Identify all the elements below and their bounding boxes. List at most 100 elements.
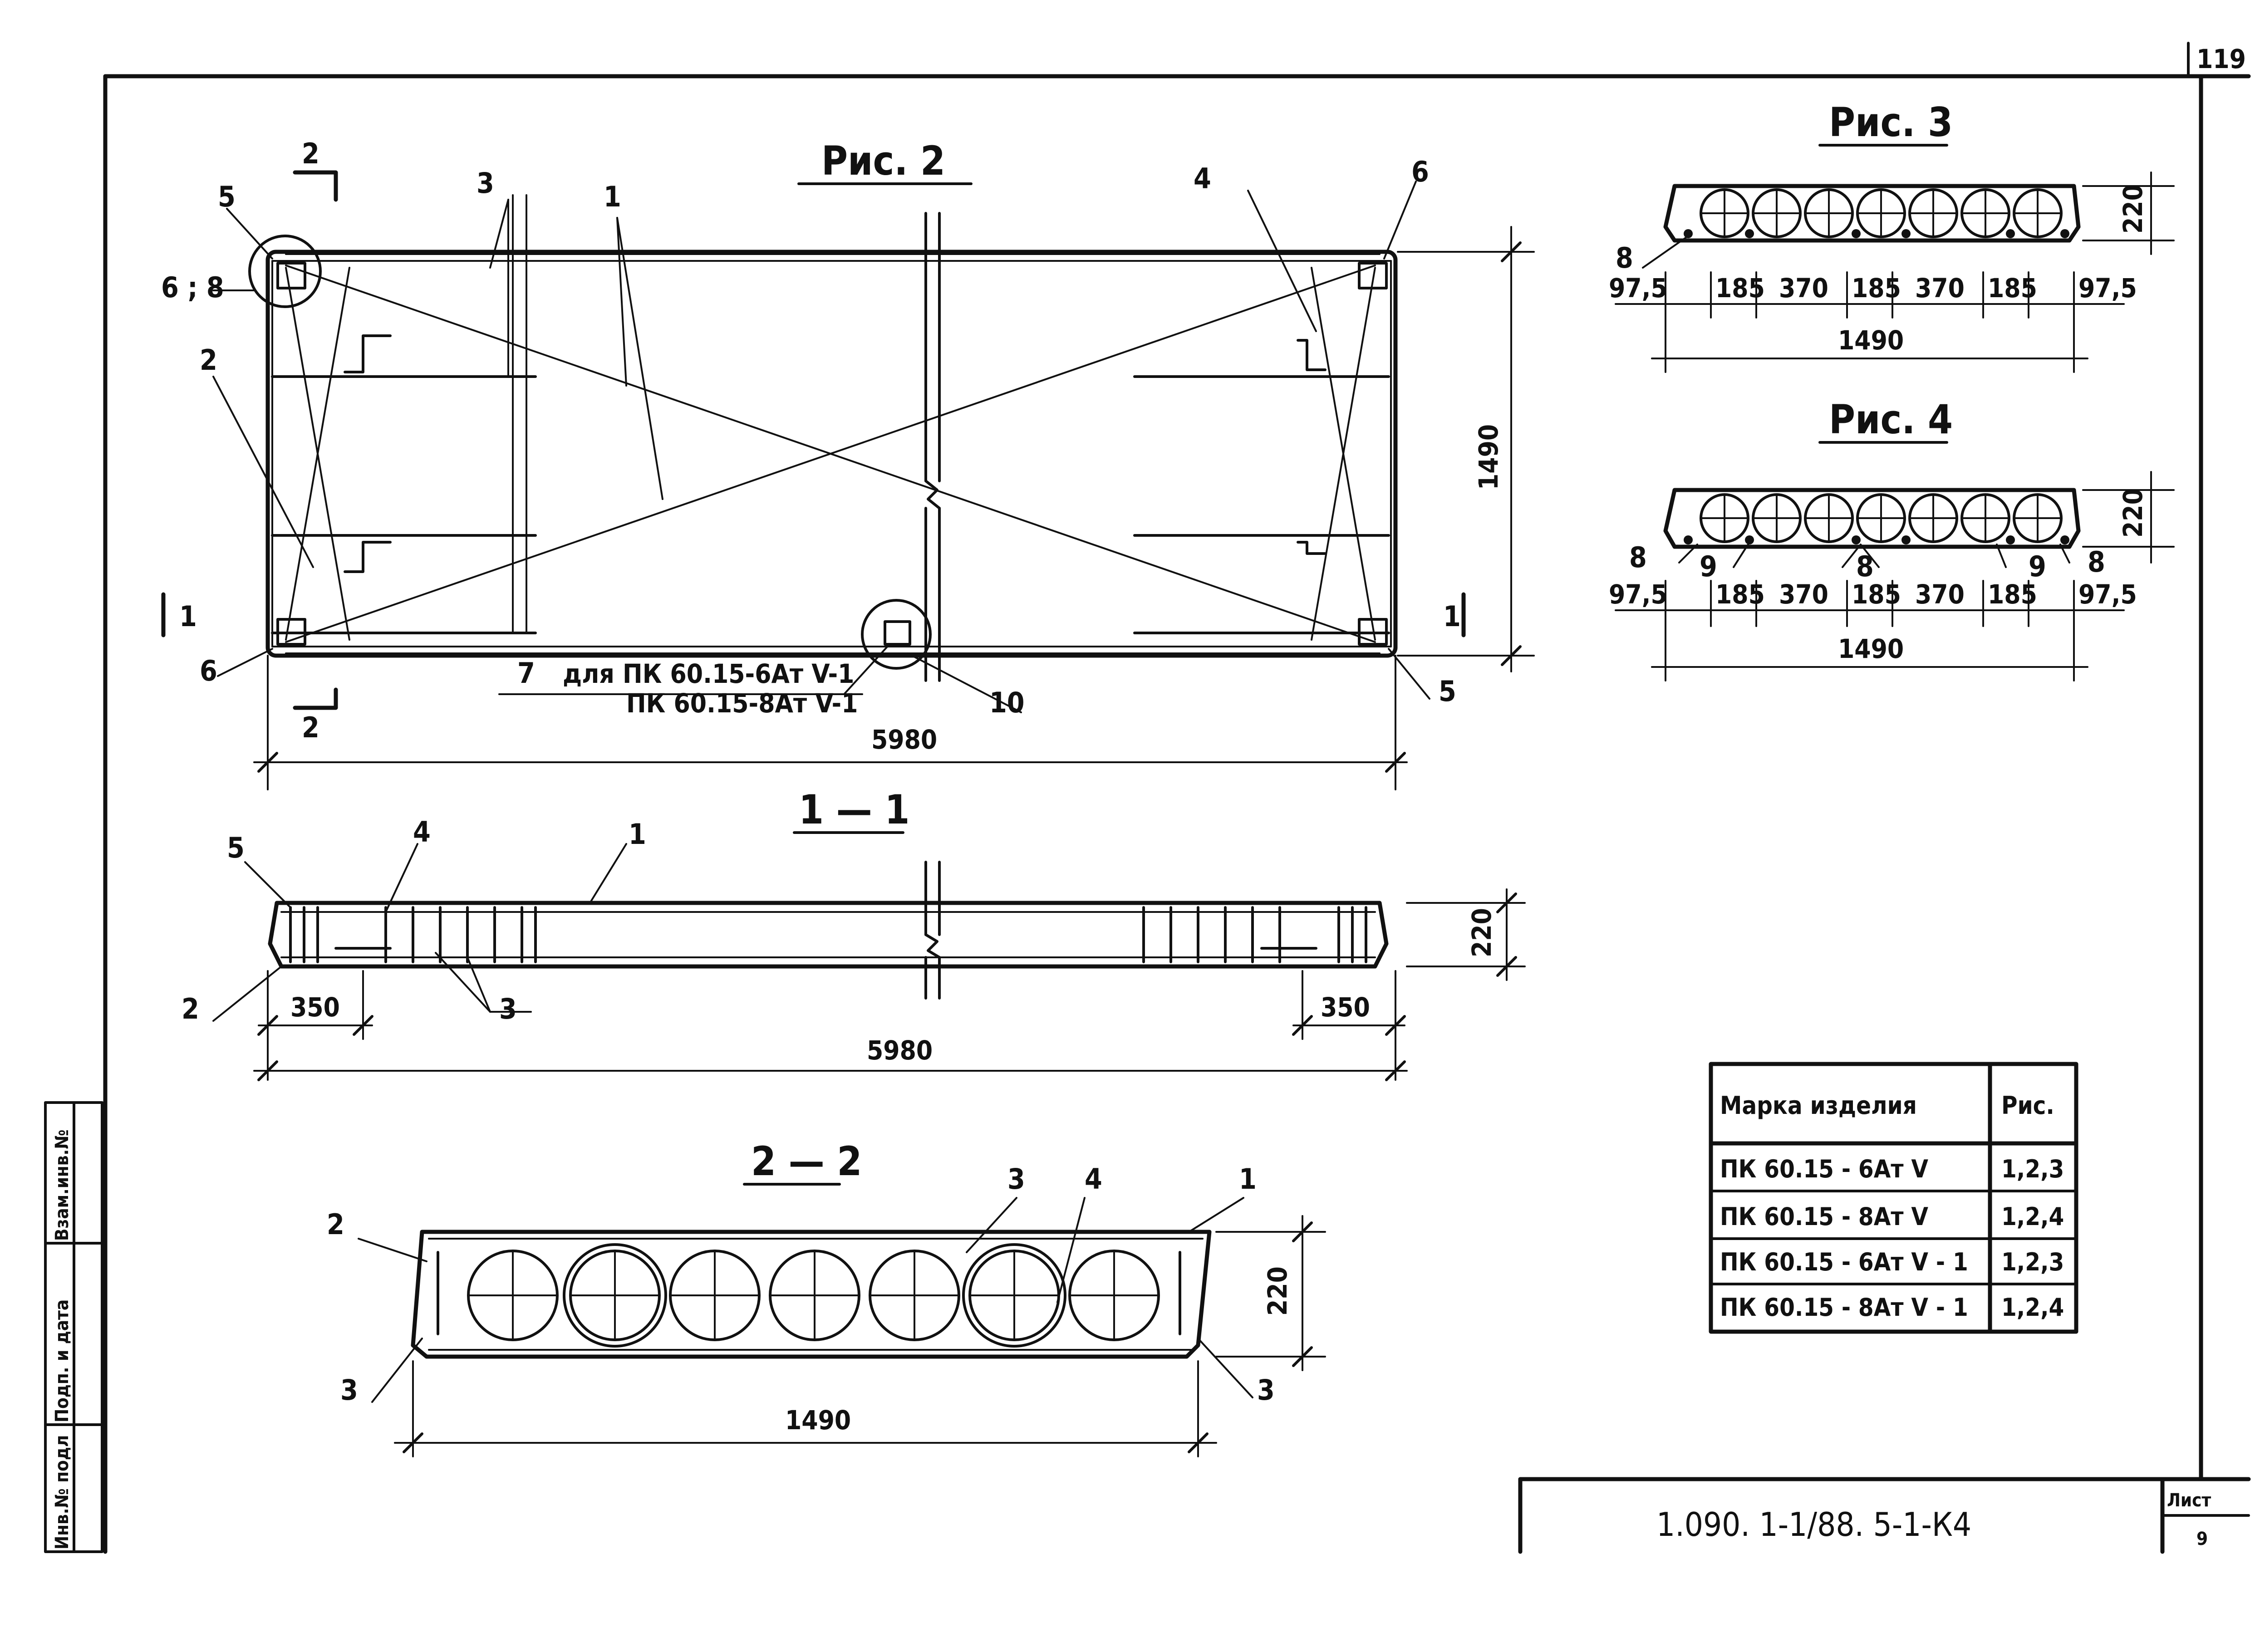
embedded-plate <box>1358 262 1388 289</box>
fig3-dim-6: 185 <box>1988 273 2037 304</box>
embedded-plate <box>1358 618 1388 646</box>
sec22-callout-2: 2 <box>327 1208 344 1241</box>
table-header-fig: Рис. <box>2001 1091 2054 1120</box>
sec11-dim-left: 350 <box>290 992 340 1023</box>
fig2-callout-3: 3 <box>477 167 494 200</box>
sec22-callout-3-right: 3 <box>1257 1373 1275 1407</box>
diagonal-tie-2 <box>285 265 1376 643</box>
fig3-dim-height: 220 <box>2118 184 2148 234</box>
sheet-label: Лист <box>2167 1490 2211 1511</box>
fig2-note-line1: для ПК 60.15-6Ат V-1 <box>563 658 854 689</box>
sec11-callout-4: 4 <box>413 815 431 848</box>
table-row-1-fig: 1,2,3 <box>2001 1155 2064 1183</box>
detail-circle <box>861 599 932 670</box>
fig3-dim-2: 185 <box>1715 273 1765 304</box>
fig3-dim-4: 185 <box>1852 273 1901 304</box>
section-2-2: 2 — 2 <box>327 1138 1326 1457</box>
sheet-frame <box>103 42 2251 1554</box>
fig2-note-line2: ПК 60.15-8Ат V-1 <box>626 688 858 719</box>
fig2-dim-width: 1490 <box>1473 424 1504 490</box>
fig2-title: Рис. 2 <box>821 137 945 184</box>
fig4-dim-7: 97,5 <box>2078 579 2137 610</box>
fig4-dim-6: 185 <box>1988 579 2037 610</box>
sec22-callout-3-top: 3 <box>1007 1162 1025 1196</box>
fig3-callout-8: 8 <box>1616 241 1633 275</box>
fig2-callout-6: 6 <box>200 654 217 687</box>
fig4-dim-5: 370 <box>1915 579 1965 610</box>
detail-circle <box>248 235 322 308</box>
embedded-plate <box>884 620 911 646</box>
fig2-callout-1: 1 <box>604 180 621 213</box>
fig3-dim-1: 97,5 <box>1609 273 1667 304</box>
fig2-callout-5-left: 5 <box>218 180 236 213</box>
fig4-dim-1: 97,5 <box>1609 579 1667 610</box>
fig3-title: Рис. 3 <box>1829 99 1953 146</box>
table-row-4-fig: 1,2,4 <box>2001 1293 2064 1322</box>
table-row-2-fig: 1,2,4 <box>2001 1202 2064 1231</box>
side-stamp: Взам.инв.№ Подп. и дата Инв.№ подл <box>44 1101 103 1553</box>
sec22-callout-3-left: 3 <box>340 1373 358 1407</box>
sec22-callout-4: 4 <box>1085 1162 1102 1196</box>
cut-1-left: 1 <box>179 600 197 633</box>
fig4-dim-3: 370 <box>1779 579 1828 610</box>
fig2-callout-5-right: 5 <box>1439 675 1456 708</box>
stamp-sign-date: Подп. и дата <box>52 1299 73 1422</box>
fig4-callout-9-right: 9 <box>2029 550 2046 583</box>
sec22-dim-height: 220 <box>1262 1266 1293 1316</box>
fig3-dim-7: 97,5 <box>2078 273 2137 304</box>
fig3-dim-5: 370 <box>1915 273 1965 304</box>
fig3-dim-3: 370 <box>1779 273 1828 304</box>
section-1-1: 1 — 1 <box>182 786 1526 1081</box>
page-number: 119 <box>2196 44 2246 74</box>
fig4-callout-8-right: 8 <box>2088 545 2105 578</box>
cut-1-right: 1 <box>1443 600 1461 633</box>
stamp-replace-inv: Взам.инв.№ <box>52 1129 73 1241</box>
fig3-dim-total: 1490 <box>1838 325 1904 356</box>
fig2-callout-7: 7 <box>517 657 535 690</box>
fig4-dim-total: 1490 <box>1838 633 1904 664</box>
stirrups-left <box>289 906 537 963</box>
stirrups-right <box>1142 906 1367 963</box>
table-row-1-mark: ПК 60.15 - 6Ат V <box>1720 1155 1928 1183</box>
slab-outline-plan <box>265 250 1398 658</box>
core-crosses <box>469 1251 1158 1339</box>
table-row-3-fig: 1,2,3 <box>2001 1248 2064 1276</box>
fig4-slab <box>1663 488 2081 549</box>
fig4-section: Рис. 4 8 9 8 9 8 <box>1609 396 2175 681</box>
fig4-callout-8-left: 8 <box>1629 541 1647 574</box>
table-row-4-mark: ПК 60.15 - 8Ат V - 1 <box>1720 1293 1968 1322</box>
fig2-callout-4: 4 <box>1194 162 1211 195</box>
fig4-title: Рис. 4 <box>1829 396 1953 443</box>
sec11-dim-right: 350 <box>1321 992 1370 1023</box>
fig4-dim-height: 220 <box>2118 488 2148 538</box>
sheet-designation: 1.090. 1-1/88. 5-1-К4 <box>1656 1505 1971 1544</box>
sec11-dim-height: 220 <box>1466 908 1497 957</box>
embedded-plate <box>276 262 306 289</box>
fig2-plan: Рис. 2 <box>161 137 1535 790</box>
fig4-dim-4: 185 <box>1852 579 1901 610</box>
sec11-title: 1 — 1 <box>799 786 909 833</box>
fig2-callout-6-8: 6 ; 8 <box>161 271 224 304</box>
fig4-dim-2: 185 <box>1715 579 1765 610</box>
embedded-plate <box>276 618 306 646</box>
fig2-callout-10: 10 <box>989 686 1025 719</box>
sec11-callout-2: 2 <box>182 992 199 1025</box>
sec11-callout-1: 1 <box>629 818 646 851</box>
stamp-inv-no: Инв.№ подл <box>52 1435 73 1549</box>
sec11-callout-3: 3 <box>499 992 517 1025</box>
sheet-number: 9 <box>2196 1529 2208 1549</box>
table-row-3-mark: ПК 60.15 - 6Ат V - 1 <box>1720 1248 1968 1276</box>
cut-2-bottom: 2 <box>302 711 319 744</box>
fig4-callout-8-mid: 8 <box>1856 550 1874 583</box>
fig2-dim-length: 5980 <box>871 724 937 755</box>
sec11-dim-length: 5980 <box>867 1035 933 1066</box>
slab-section-long <box>268 901 1389 969</box>
fig2-callout-6-right: 6 <box>1411 155 1429 188</box>
cut-2-top: 2 <box>302 137 319 170</box>
fig4-callout-9-left: 9 <box>1700 550 1717 583</box>
slab-cross-section <box>411 1230 1212 1359</box>
fig3-slab <box>1663 184 2081 243</box>
sec22-dim-width: 1490 <box>785 1405 851 1436</box>
sec11-callout-5: 5 <box>227 831 245 864</box>
